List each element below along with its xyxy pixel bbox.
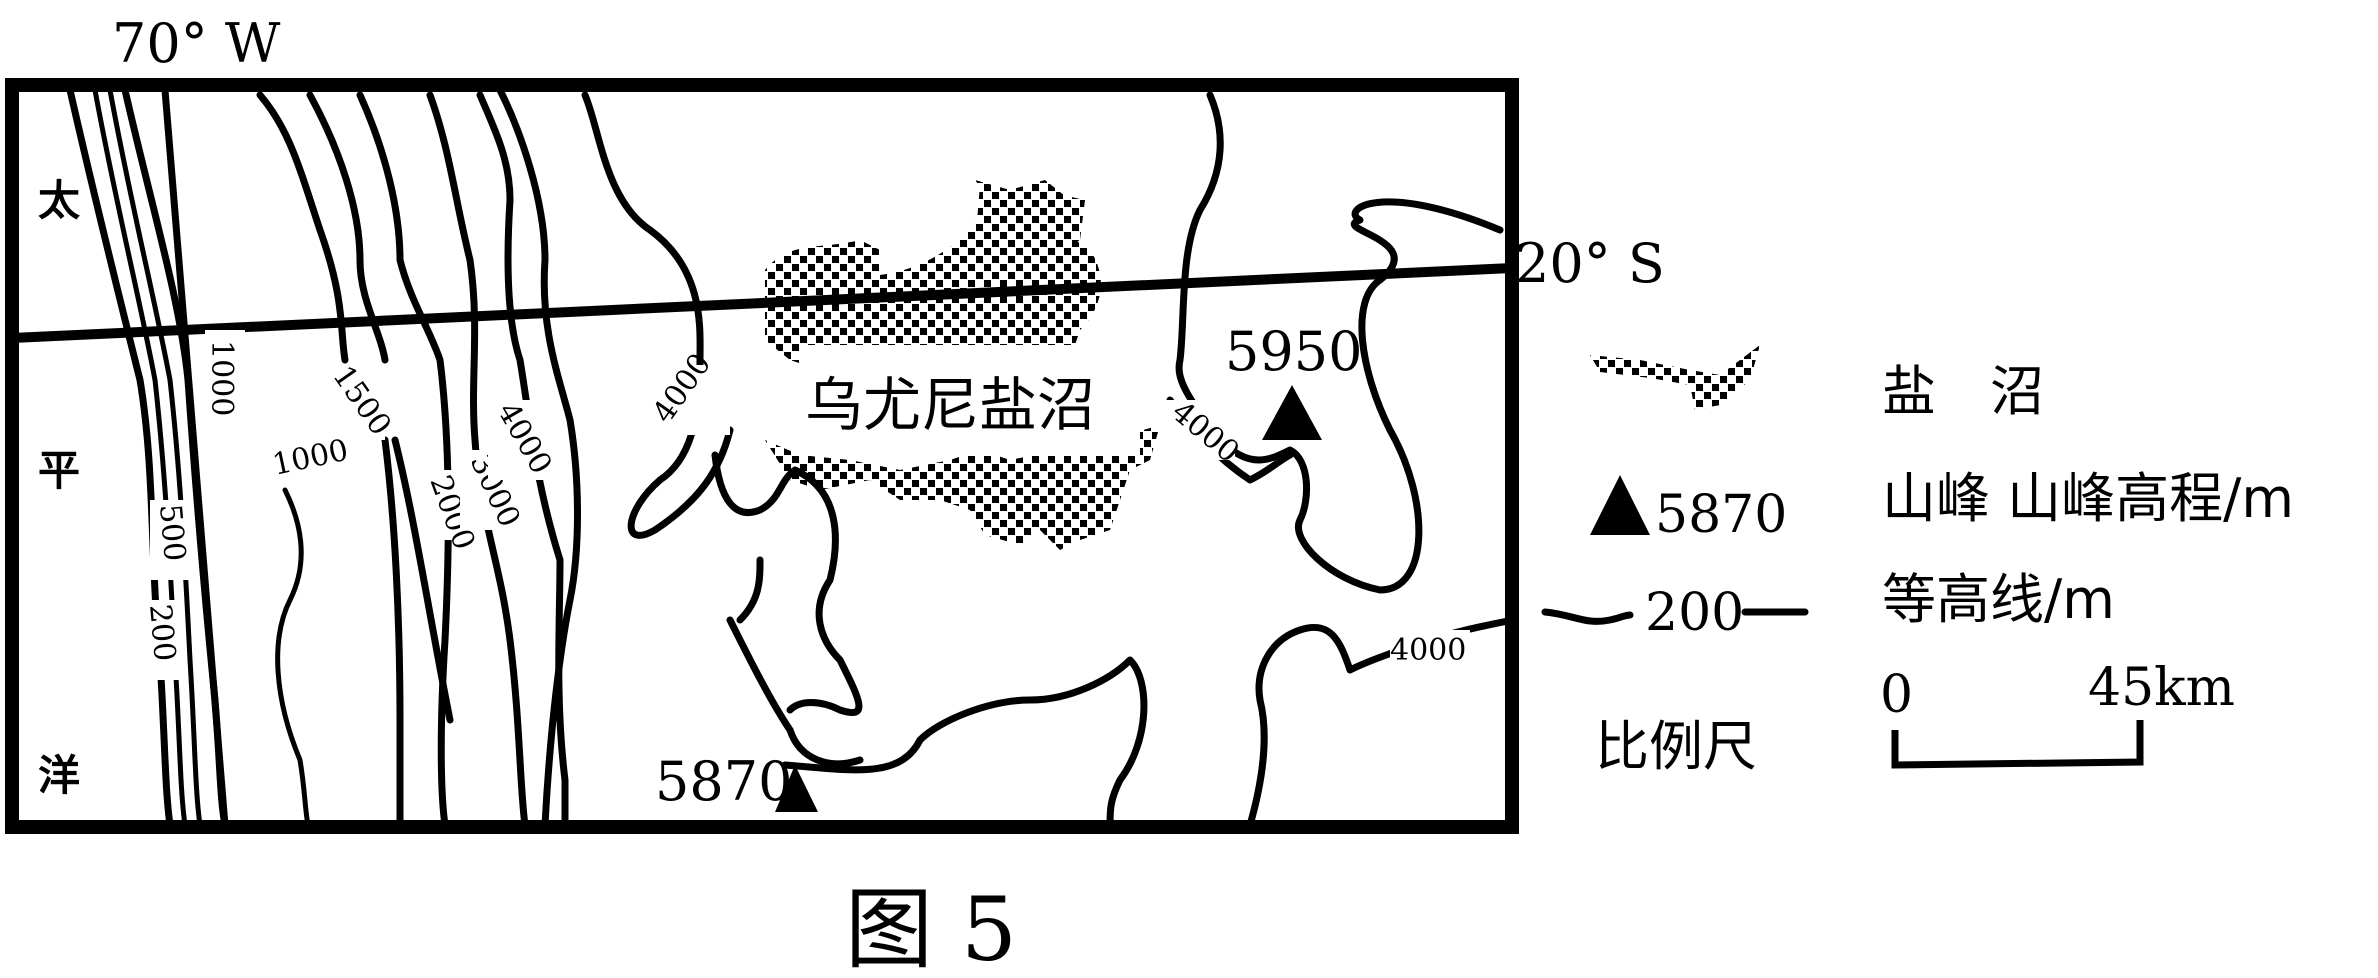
contour-label-1000-left: 1000 (204, 340, 239, 416)
peak-5950: 5950 (1225, 320, 1362, 440)
legend-peak-label: 山峰 山峰高程/m (1882, 467, 2294, 530)
legend-contour-value: 200 (1645, 583, 1744, 643)
longitude-label: 70° W (112, 12, 281, 75)
peak-5870: 5870 (655, 750, 818, 813)
salt-marsh-name: 乌尤尼盐沼 (805, 371, 1095, 439)
legend-scale-start: 0 (1880, 665, 1913, 725)
legend-peak-value: 5870 (1655, 485, 1787, 545)
coastal-contours (66, 86, 229, 829)
peak-elevation: 5950 (1225, 320, 1362, 383)
legend-salt-marsh-symbol (1590, 345, 1760, 410)
legend-contour-label: 等高线/m (1882, 568, 2115, 631)
peak-elevation: 5870 (655, 750, 792, 813)
legend-scale-label: 比例尺 (1595, 715, 1757, 778)
legend-peak-icon (1590, 475, 1650, 535)
legend-scale-end: 45km (2088, 658, 2235, 718)
latitude-label: 20° S (1515, 232, 1665, 295)
peak-triangle-icon (1262, 385, 1322, 440)
ocean-char-1: 太 (38, 176, 80, 225)
salt-marsh-area (765, 180, 1160, 550)
contour-label-4000-southeast: 4000 (1390, 633, 1466, 668)
contour-label-500: 500 (152, 503, 192, 563)
ocean-char-2: 平 (38, 446, 80, 495)
figure-caption: 图 5 (845, 878, 1017, 978)
legend-contour-line (1541, 608, 1634, 625)
legend: 盐 沼 5870 山峰 山峰高程/m 200 等高线/m 比例尺 0 45km (1541, 345, 2294, 778)
legend-salt-marsh-label: 盐 沼 (1882, 360, 2044, 423)
map-frame (5, 78, 1519, 834)
legend-scale-bar (1891, 720, 2144, 769)
latitude-line (11, 263, 1513, 343)
contour-label-200: 200 (142, 603, 182, 663)
peak-triangle-icon (775, 765, 818, 812)
ocean-char-3: 洋 (38, 751, 80, 800)
